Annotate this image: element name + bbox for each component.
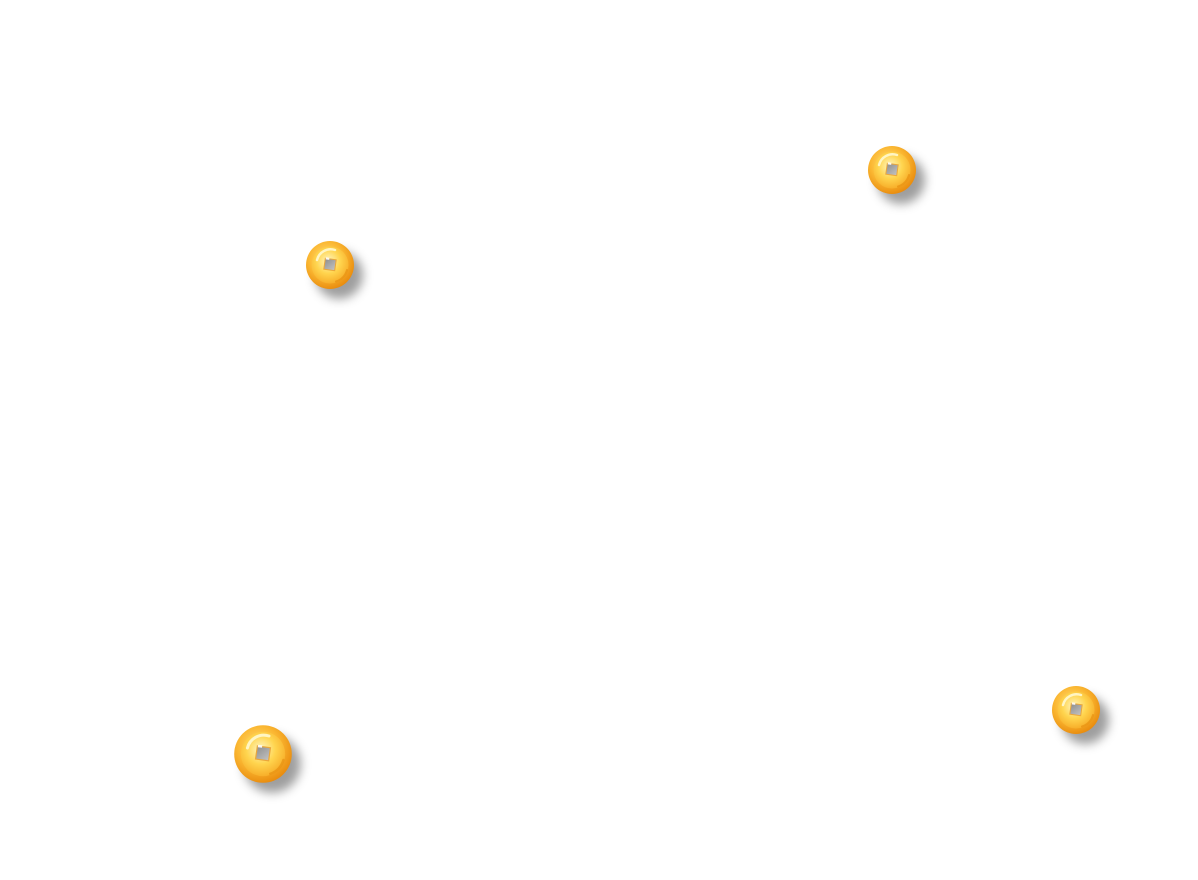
gold-coin-icon bbox=[305, 240, 355, 290]
gold-coin-3[interactable] bbox=[233, 724, 293, 784]
gold-coin-icon bbox=[233, 724, 293, 784]
gold-coin-1[interactable] bbox=[305, 240, 355, 290]
gold-coin-2[interactable] bbox=[867, 145, 917, 195]
gold-coin-icon bbox=[867, 145, 917, 195]
gold-coin-icon bbox=[1051, 685, 1101, 735]
gold-coin-4[interactable] bbox=[1051, 685, 1101, 735]
